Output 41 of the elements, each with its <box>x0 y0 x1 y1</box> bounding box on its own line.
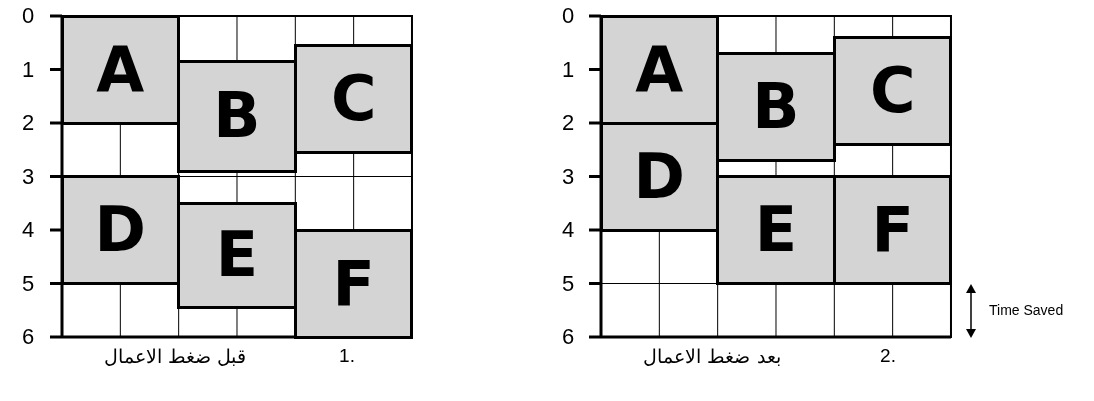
axis-number: 6 <box>561 324 575 350</box>
block-letter: F <box>332 252 375 315</box>
block-letter: A <box>96 38 145 101</box>
axis-number: 1 <box>561 56 575 83</box>
task-block <box>716 175 836 285</box>
task-block <box>177 59 297 173</box>
block-letter: F <box>871 199 914 261</box>
caption: قبل ضغط الاعمال <box>103 345 247 367</box>
axis-number: 6 <box>21 324 35 350</box>
axis-number: 0 <box>21 3 35 29</box>
task-block <box>599 14 720 125</box>
axis-number: 4 <box>21 217 35 243</box>
block-letter: E <box>215 224 259 287</box>
caption-number: 2. <box>880 345 896 367</box>
axis-number: 5 <box>21 270 35 297</box>
task-block <box>832 35 953 146</box>
task-block <box>716 51 836 162</box>
block-letter: D <box>94 199 147 261</box>
block-letter: C <box>330 67 377 130</box>
axis-number: 3 <box>21 163 35 190</box>
block-letter: A <box>635 38 684 101</box>
block-letter: E <box>754 199 798 261</box>
axis-number: 5 <box>561 270 575 297</box>
axis-number: 1 <box>21 56 35 83</box>
axis-number: 3 <box>561 163 575 190</box>
caption-number: 1. <box>339 345 355 367</box>
block-letter: C <box>869 59 916 122</box>
block-letter: B <box>752 75 800 138</box>
block-letter: D <box>633 145 686 208</box>
dimension-label: Time Saved <box>989 302 1064 318</box>
axis-number: 0 <box>561 3 575 29</box>
task-block <box>60 14 181 125</box>
axis-number: 2 <box>561 110 575 136</box>
axis-number: 4 <box>561 217 575 243</box>
task-block <box>293 228 414 339</box>
task-block <box>177 201 297 310</box>
task-block <box>293 43 414 154</box>
task-block <box>60 175 181 285</box>
caption: بعد ضغط الاعمال <box>643 345 781 367</box>
block-letter: B <box>213 85 261 148</box>
axis-number: 2 <box>21 110 35 136</box>
